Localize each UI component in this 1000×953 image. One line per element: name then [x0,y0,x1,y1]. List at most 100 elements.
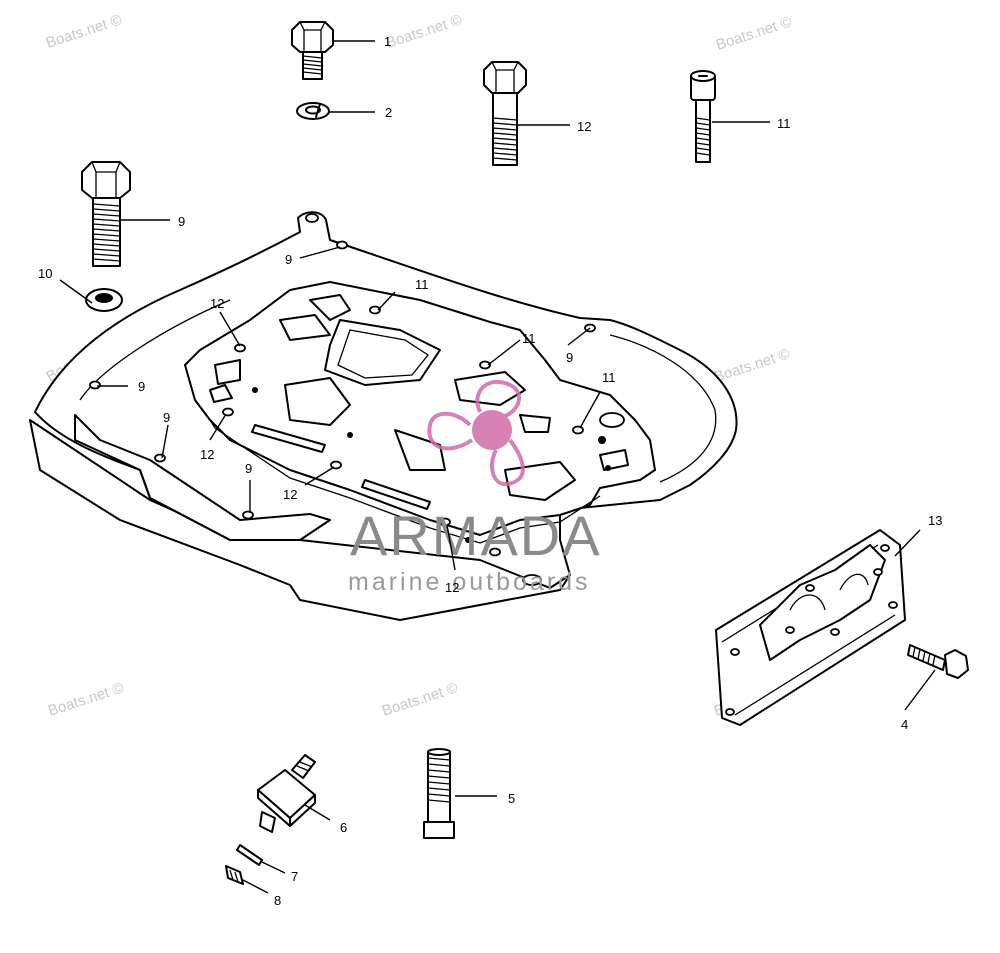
switch-body-side [289,794,316,827]
screw-head [944,649,969,679]
watermark: Boats.net © [46,679,126,719]
hole [725,708,735,716]
hole [439,517,451,527]
bolt-head [483,61,527,94]
washer-10 [85,288,123,312]
bolt-head-facets [299,21,326,52]
callout-11: 11 [777,116,791,131]
lock-washer-2 [296,102,330,120]
hole-dark [465,537,471,543]
frame-slot [209,384,233,403]
propeller-blade-icon [475,379,521,418]
switch-terminal-thread [296,761,313,772]
stud-shank [427,751,451,823]
brand-name: ARMADA [350,504,602,567]
plate-holes [89,213,625,586]
bolt-head [81,161,131,199]
hole [154,453,166,463]
pin-7 [236,844,263,866]
washer-hole [95,293,113,303]
terminal-ribs [229,869,239,883]
frame-opening [324,319,441,386]
brand-tagline: marine outboards [348,568,591,596]
callout-9: 9 [138,379,145,394]
frame-opening-inner [337,329,429,379]
hole [785,626,795,634]
washer-split [315,103,321,118]
washer-hole [305,105,321,115]
hole-dark [252,387,258,393]
watermark: Boats.net © [712,345,792,385]
screw-thread [695,117,711,156]
adapter-plate [29,211,738,621]
watermark: Boats.net © [714,13,794,53]
callout-5: 5 [508,791,515,806]
bolt-thread [302,55,323,75]
hole [880,544,890,552]
callout-9: 9 [285,252,292,267]
hole [242,510,254,520]
callout-1: 1 [384,34,391,49]
callout-6: 6 [340,820,347,835]
armada-logo [427,379,525,487]
switch-terminal [291,754,316,779]
frame-opening [279,314,331,341]
hole [479,360,491,370]
callout-11: 11 [415,277,429,292]
cover-plate-arches [789,573,869,611]
plate-rim [609,334,717,483]
hole [572,425,584,435]
callout-9: 9 [566,350,573,365]
hole [489,547,501,557]
hole [873,568,883,576]
hole-dark [605,465,611,471]
frame-opening [599,449,629,471]
watermark: Boats.net © [384,11,464,51]
plate-ledge [74,414,331,541]
hole [222,407,234,417]
frame-slot [361,479,431,510]
hex-bolt-9 [81,161,131,267]
frame-opening [394,429,446,471]
watermark: Boats.net © [380,679,460,719]
stud-top [427,748,451,756]
screw-shank [907,644,946,671]
callout-12: 12 [283,487,297,502]
pin-body [236,844,263,866]
socket-screw-11 [690,70,716,163]
bolt-head-facets [91,161,121,198]
callout-12: 12 [577,119,591,134]
frame-slot [251,424,326,453]
callouts: 1 2 12 11 9 10 9 12 11 11 9 9 11 9 12 9 … [38,34,942,908]
bolt-thread [492,117,518,161]
callout-11: 11 [602,370,616,385]
hole-dark [598,436,606,444]
hole [89,380,101,390]
propeller-blade-icon [490,438,525,487]
callout-7: 7 [291,869,298,884]
callout-12: 12 [210,296,224,311]
bolt-head-facets [491,61,519,93]
hole [830,628,840,636]
terminal-body [225,865,244,885]
frame-opening [454,371,526,406]
frame-opening [309,294,351,321]
frame-opening [519,414,551,433]
gasket-frame-edge [209,419,601,544]
callout-2: 2 [385,105,392,120]
leader-lines [59,40,936,894]
propeller-hub-icon [472,410,512,450]
hole [522,574,542,586]
callout-9: 9 [245,461,252,476]
hole [599,412,625,428]
bolt-thread [92,203,121,262]
hole [730,648,740,656]
hole [888,601,898,609]
callout-9: 9 [178,214,185,229]
terminal-8 [225,865,244,885]
hole-dark [347,432,353,438]
hole [305,213,319,223]
frame-opening [214,359,241,385]
callout-10: 10 [38,266,52,281]
